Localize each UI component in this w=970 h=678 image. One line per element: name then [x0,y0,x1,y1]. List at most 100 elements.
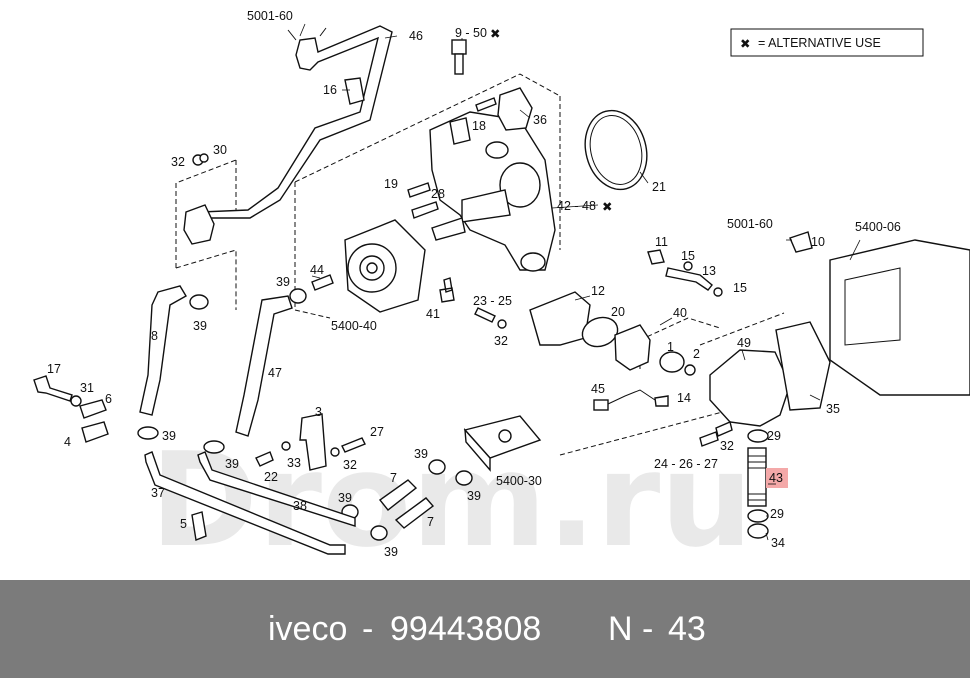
legend-text: = ALTERNATIVE USE [758,36,881,50]
callout-36: 36 [533,113,547,127]
studs-19-28 [407,97,497,219]
callout-32: 32 [343,458,357,472]
callout-3: 3 [315,405,322,419]
callout-13: 13 [702,264,716,278]
callout-32: 32 [171,155,185,169]
clip-5 [191,511,207,541]
thermostat-40 [614,324,651,371]
nut-washer-30-32 [192,153,209,166]
alternative-use-cross-icon: ✖ [602,200,612,214]
exploded-parts-diagram: Drom.ru ✖ = ALTERNATIVE USE [33,9,970,576]
bolt-17 [33,375,73,402]
footer-text: iveco - 99443808 N - 43 [0,580,970,678]
sensor-wire-45 [593,389,669,411]
hose-clamps-39 [137,288,473,541]
callout-44: 44 [310,263,324,277]
callout-11: 11 [655,235,668,249]
callout-17: 17 [47,362,61,376]
brand-name: iveco [268,610,348,648]
legend-box: ✖ = ALTERNATIVE USE [730,28,924,57]
callout-21: 21 [652,180,666,194]
callout-40: 40 [673,306,687,320]
callout-9-50: 9 - 50 [455,26,487,40]
bolt-44 [311,274,334,291]
oil-cooler-5400-30 [463,415,542,472]
fitting-15a [683,261,693,271]
callout-7: 7 [390,471,397,485]
bolt-11 [647,249,665,265]
callout-8: 8 [151,329,158,343]
callout-5: 5 [180,517,187,531]
callout-18: 18 [472,119,486,133]
callout-49: 49 [737,336,751,350]
callout-39: 39 [338,491,352,505]
position-separator: - [642,610,654,648]
assembly-outline-housing [559,312,785,456]
pipe-37 [144,451,346,555]
washer-31 [70,395,82,407]
fitting-15b [713,287,723,297]
pulley-5400-40 [344,219,426,313]
temperature-sensor-9-50 [451,39,467,75]
part-info-footer: iveco - 99443808 N - 43 [0,580,970,678]
leader-lines [299,23,861,541]
part-43-highlight [766,468,788,488]
position-number: 43 [668,610,706,648]
callout-29: 29 [767,429,781,443]
callout-20: 20 [611,305,625,319]
bolt-27 [341,437,366,453]
callout-35: 35 [826,402,840,416]
pipe-13 [665,267,713,291]
callout-6: 6 [105,392,112,406]
callout-39: 39 [414,447,428,461]
gasket-20 [581,316,619,348]
position-label: N [608,610,633,648]
water-pump-housing [429,111,556,272]
callout-46: 46 [409,29,423,43]
coolant-pipe-46 [198,25,393,219]
callout-22: 22 [264,470,278,484]
o-ring-21 [584,109,648,191]
callout-labels: 5001-60 46 9 - 50 ✖ 16 18 36 32 30 21 19… [47,9,901,559]
callout-39: 39 [276,275,290,289]
callout-5400-30: 5400-30 [496,474,542,488]
bolt-23-25 [474,307,507,329]
callout-39: 39 [225,457,239,471]
callout-30: 30 [213,143,227,157]
bolt-41 [439,277,455,303]
thermostat-housing-49 [709,349,791,427]
assembly-outline-left [175,159,237,310]
callout-32: 32 [494,334,508,348]
callout-15: 15 [733,281,747,295]
callout-5400-06: 5400-06 [855,220,901,234]
callout-33: 33 [287,456,301,470]
callout-38: 38 [293,499,307,513]
bracket-6 [79,399,107,419]
callout-23-25: 23 - 25 [473,294,512,308]
callout-5001-60-top: 5001-60 [247,9,293,23]
washer-32 [330,447,340,457]
hose-7a [378,479,418,511]
callout-28: 28 [431,187,445,201]
gasket-35 [775,321,831,411]
callout-43: 43 [769,471,783,485]
callout-39: 39 [467,489,481,503]
callout-45: 45 [591,382,605,396]
sensor-2 [684,364,696,376]
callout-39: 39 [193,319,207,333]
thermostat-cover-12 [529,291,591,346]
bolt-22 [255,451,274,467]
callout-1: 1 [667,340,674,354]
pipe-43-highlighted [747,429,769,539]
pipe-flange [183,204,215,245]
callout-12: 12 [591,284,605,298]
callout-27: 27 [370,425,384,439]
o-ring-1 [659,351,685,373]
callout-42-48: 42 - 48 [557,199,596,213]
callout-19: 19 [384,177,398,191]
callout-16: 16 [323,83,337,97]
callout-2: 2 [693,347,700,361]
callout-5001-60-right: 5001-60 [727,217,773,231]
brand-separator: - [362,610,374,648]
